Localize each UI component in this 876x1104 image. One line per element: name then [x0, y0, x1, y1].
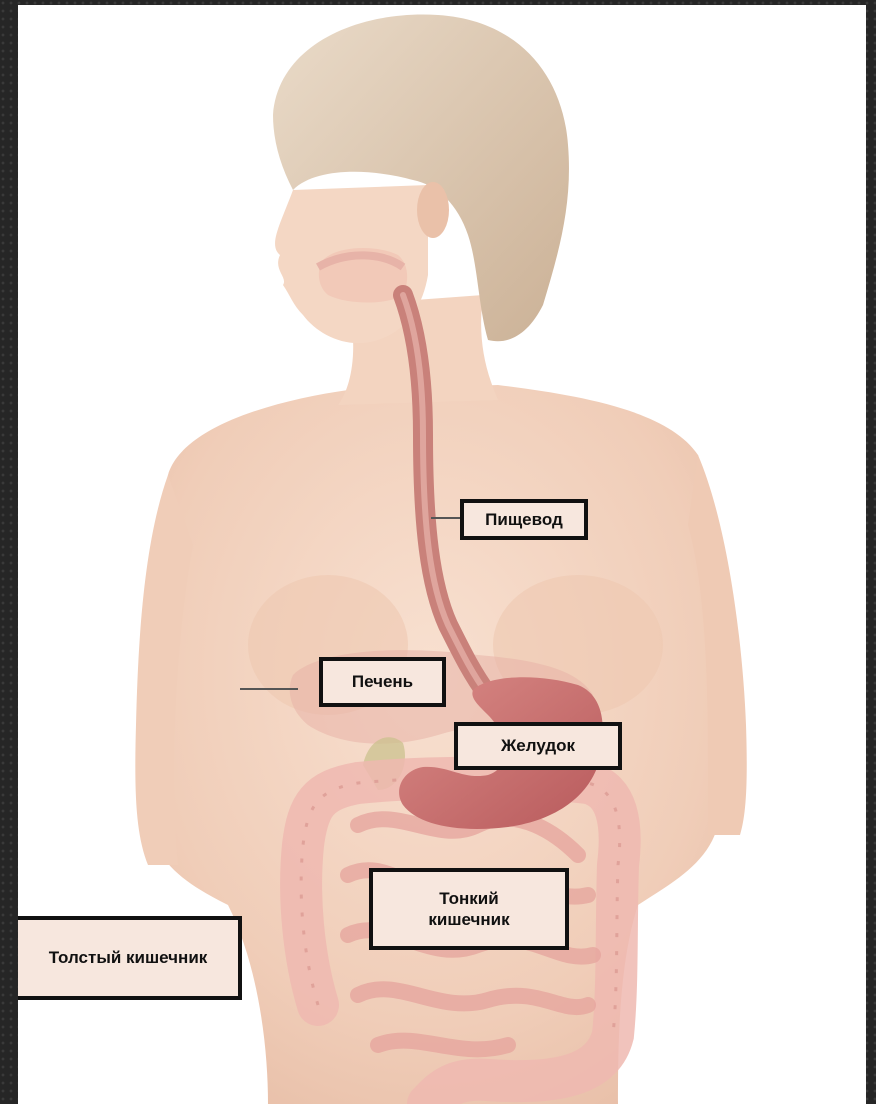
diagram-panel: Пищевод Печень Желудок Тонкий кишечник Т…	[18, 5, 866, 1104]
label-small-intestine: Тонкий кишечник	[369, 868, 569, 950]
esophagus-leader-line	[431, 517, 461, 519]
label-large-intestine-text: Толстый кишечник	[49, 947, 208, 968]
label-stomach-text: Желудок	[501, 735, 575, 756]
ear	[417, 182, 449, 238]
label-liver-text: Печень	[352, 671, 413, 692]
label-stomach: Желудок	[454, 722, 622, 770]
large-intestine-leader-line	[240, 688, 298, 690]
label-esophagus: Пищевод	[460, 499, 588, 540]
label-small-intestine-text: Тонкий кишечник	[428, 888, 509, 931]
label-large-intestine: Толстый кишечник	[18, 916, 242, 1000]
label-esophagus-text: Пищевод	[485, 509, 563, 530]
label-liver: Печень	[319, 657, 446, 707]
